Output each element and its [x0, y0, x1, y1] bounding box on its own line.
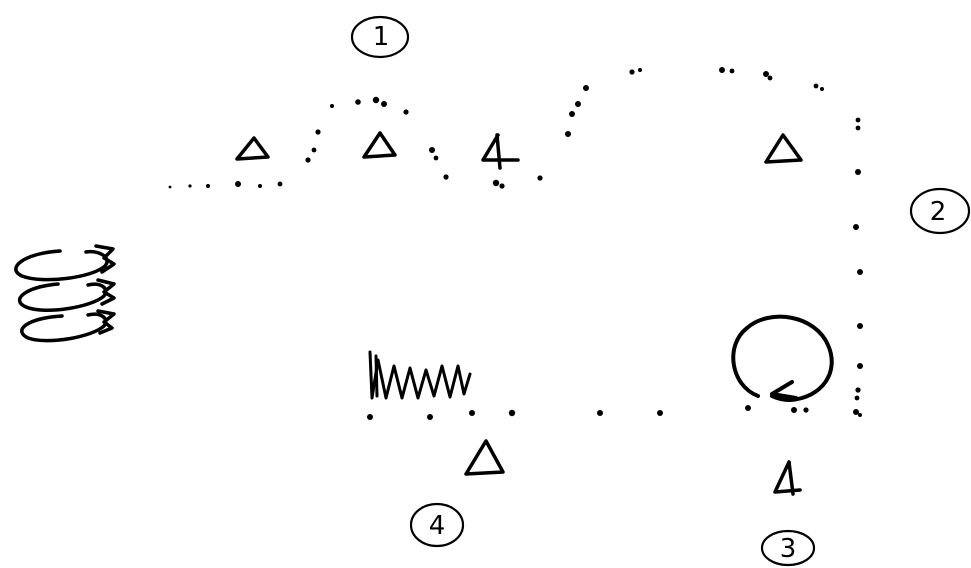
path-dot — [315, 129, 321, 135]
path-dot — [855, 125, 861, 131]
path-dot — [858, 413, 862, 417]
path-dot — [258, 184, 262, 188]
label-text: 2 — [930, 197, 947, 227]
label-text: 4 — [429, 511, 446, 541]
path-dot — [791, 407, 797, 413]
coil-loop — [20, 309, 116, 343]
path-dot — [367, 414, 373, 420]
coil-symbol — [14, 244, 116, 343]
path-dot — [583, 85, 589, 91]
path-dot — [168, 185, 172, 189]
path-dot — [857, 363, 863, 369]
triangle-marker — [773, 460, 802, 496]
label-3: 3 — [760, 529, 816, 567]
path-dot — [381, 101, 387, 107]
path-dot — [857, 269, 863, 275]
coil-loop — [18, 278, 116, 312]
path-dot — [855, 387, 861, 393]
label-2: 2 — [909, 187, 971, 235]
path-dot — [575, 101, 581, 107]
path-dot — [206, 184, 210, 188]
dotted-path — [168, 67, 863, 420]
path-dot — [403, 109, 409, 115]
path-dot — [565, 131, 571, 137]
path-dot — [499, 183, 505, 189]
arrow-icon — [770, 380, 798, 400]
triangle-marker — [481, 133, 520, 170]
triangle-marker — [764, 133, 803, 164]
path-dot — [855, 169, 861, 175]
path-dot — [330, 104, 334, 108]
path-dot — [443, 174, 449, 180]
label-circle — [909, 187, 971, 235]
path-dot — [638, 68, 642, 72]
path-dot — [767, 75, 773, 81]
path-dot — [729, 68, 735, 74]
path-dot — [763, 71, 769, 77]
triangle-marker — [362, 131, 397, 159]
path-dot — [569, 111, 575, 117]
path-dot — [629, 69, 635, 75]
path-dot — [857, 323, 863, 329]
path-dot — [719, 67, 725, 73]
path-dot — [597, 410, 603, 416]
path-dot — [854, 395, 860, 401]
path-dot — [813, 83, 819, 89]
triangle-markers — [235, 131, 803, 496]
coil-loop — [14, 244, 116, 282]
path-dot — [305, 157, 311, 163]
path-dot — [311, 147, 317, 153]
label-circle — [760, 529, 816, 567]
loop-symbol — [731, 314, 834, 402]
path-dot — [537, 175, 543, 181]
loop-circle — [731, 314, 834, 402]
path-dot — [188, 184, 192, 188]
path-dot — [657, 410, 663, 416]
path-dot — [855, 117, 861, 123]
path-dot — [508, 409, 516, 417]
path-dot — [745, 405, 751, 411]
path-dot — [820, 87, 824, 91]
path-dot — [372, 96, 380, 104]
triangle-marker — [235, 136, 270, 161]
label-4: 4 — [409, 502, 465, 548]
path-dot — [853, 409, 859, 415]
path-dot — [277, 181, 283, 187]
triangle-marker — [464, 439, 505, 476]
path-dot — [235, 181, 241, 187]
label-circle — [350, 15, 410, 59]
path-dot — [355, 99, 361, 105]
label-text: 3 — [780, 534, 797, 564]
path-dot — [469, 410, 475, 416]
path-dot — [492, 179, 500, 187]
zigzag-line — [368, 350, 472, 400]
zigzag-symbol — [368, 350, 472, 400]
path-dot — [433, 155, 439, 161]
path-dot — [853, 224, 859, 230]
zigzag-line — [374, 354, 379, 398]
label-circle — [409, 502, 465, 548]
path-dot — [803, 407, 809, 413]
path-dot — [427, 414, 433, 420]
label-text: 1 — [373, 22, 390, 52]
path-dot — [429, 147, 435, 153]
label-1: 1 — [350, 15, 410, 59]
